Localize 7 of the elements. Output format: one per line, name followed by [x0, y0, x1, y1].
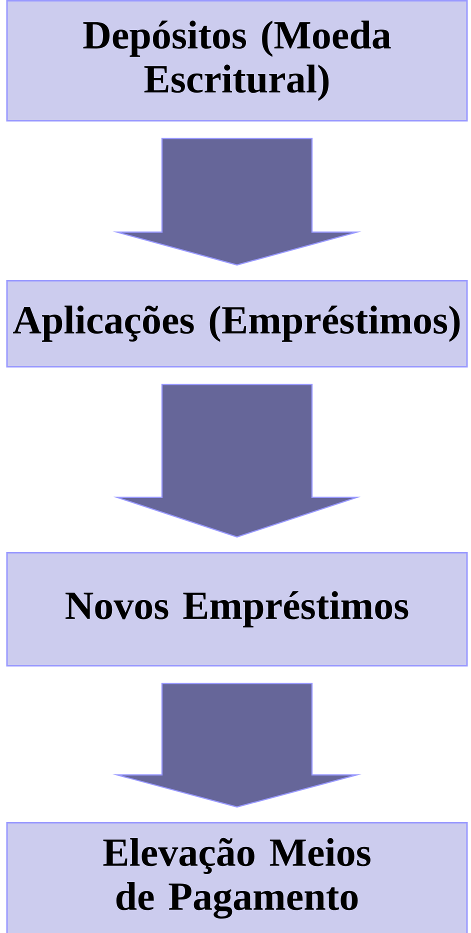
text-box: Aplicações (Empréstimos)	[6, 280, 468, 368]
block-arrow	[113, 384, 361, 538]
text-box: Novos Empréstimos	[6, 552, 468, 666]
text-box: Elevação Meios de Pagamento	[6, 822, 468, 933]
block-arrow	[112, 138, 362, 266]
block-arrow	[112, 682, 362, 808]
text-box: Depósitos (Moeda Escritural)	[6, 0, 468, 122]
